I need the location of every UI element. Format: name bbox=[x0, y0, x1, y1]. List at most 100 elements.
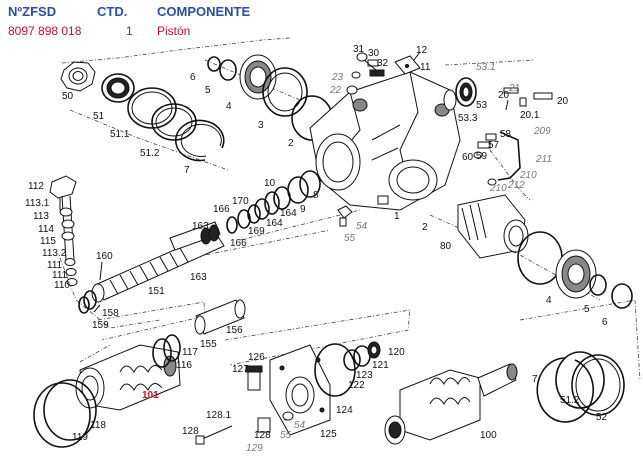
callout-1: 1 bbox=[394, 211, 400, 222]
row-part-number: 8097 898 018 bbox=[8, 24, 82, 38]
callout-112: 112 bbox=[28, 181, 44, 192]
callout-20: 20 bbox=[498, 90, 510, 101]
callout-32: 32 bbox=[377, 58, 389, 69]
callout-126: 126 bbox=[248, 352, 265, 363]
callout-54: 54 bbox=[356, 221, 368, 232]
callout-160: 160 bbox=[96, 251, 113, 262]
callout-4: 4 bbox=[226, 101, 232, 112]
callout-125: 125 bbox=[320, 429, 337, 440]
callout-120: 120 bbox=[388, 347, 405, 358]
callout-166: 166 bbox=[213, 204, 230, 215]
callout-209: 209 bbox=[533, 126, 551, 137]
callout-3: 3 bbox=[258, 120, 264, 131]
callout-60: 60 bbox=[462, 152, 474, 163]
sector-shaft-80 bbox=[457, 194, 529, 259]
callout-22: 22 bbox=[329, 85, 342, 96]
callout-21: 21 bbox=[508, 83, 520, 94]
callout-8: 8 bbox=[313, 190, 319, 201]
callout-11: 11 bbox=[420, 62, 431, 73]
callout-52: 52 bbox=[596, 412, 608, 423]
callout-117: 117 bbox=[182, 347, 198, 358]
callout-53-3: 53.3 bbox=[458, 113, 478, 124]
callout-7: 7 bbox=[184, 165, 190, 176]
row-quantity: 1 bbox=[126, 24, 133, 38]
header-quantity: CTD. bbox=[97, 4, 128, 19]
callout-2: 2 bbox=[288, 138, 294, 149]
callout-55b: 55 bbox=[280, 430, 292, 441]
housing-1 bbox=[309, 71, 461, 211]
callout-20b: 20 bbox=[557, 96, 569, 107]
callout-122: 122 bbox=[348, 380, 365, 391]
callout-6: 6 bbox=[190, 72, 196, 83]
nut-50 bbox=[60, 61, 96, 92]
sleeve-156 bbox=[194, 299, 246, 335]
bearing-group-top bbox=[207, 54, 333, 141]
input-shaft bbox=[169, 170, 321, 251]
callout-163: 163 bbox=[192, 221, 209, 232]
callout-5b: 5 bbox=[584, 304, 590, 315]
worm-thread bbox=[109, 247, 189, 295]
leader-lines bbox=[59, 51, 509, 313]
callout-212: 212 bbox=[507, 180, 525, 191]
callout-128-1: 128.1 bbox=[206, 410, 231, 421]
callout-113: 113 bbox=[33, 211, 49, 222]
callout-labels: 50 6 5 4 3 51 51.1 51.2 7 2 31 30 23 32 … bbox=[25, 44, 608, 454]
bleeder-assembly bbox=[473, 131, 521, 186]
callout-158: 158 bbox=[102, 308, 119, 319]
callout-51-2: 51.2 bbox=[140, 148, 160, 159]
callout-210b: 210 bbox=[489, 183, 507, 194]
callout-9: 9 bbox=[300, 204, 306, 215]
valve-parts-top bbox=[346, 52, 421, 95]
callout-111b: 111 bbox=[52, 270, 68, 281]
callout-156: 156 bbox=[226, 325, 243, 336]
valve-rod-assembly bbox=[49, 175, 78, 286]
bearing-group-right bbox=[517, 231, 633, 309]
callout-51-2b: 51.2 bbox=[560, 395, 580, 406]
callout-110: 110 bbox=[54, 280, 70, 291]
callout-163b: 163 bbox=[190, 272, 207, 283]
callout-128b: 128 bbox=[254, 430, 271, 441]
callout-119: 119 bbox=[72, 432, 88, 443]
cover-seals-right-top bbox=[443, 77, 553, 111]
worm-shaft-151 bbox=[78, 231, 225, 314]
callout-59: 59 bbox=[476, 151, 488, 162]
callout-6b: 6 bbox=[602, 317, 608, 328]
callout-127: 127 bbox=[232, 364, 249, 375]
callout-124: 124 bbox=[336, 405, 353, 416]
callout-118: 118 bbox=[90, 420, 106, 431]
callout-53-1: 53.1 bbox=[476, 62, 495, 73]
callout-31: 31 bbox=[353, 44, 365, 55]
callout-20-1: 20.1 bbox=[520, 110, 540, 121]
rings-bottom-right bbox=[536, 351, 625, 423]
callout-23: 23 bbox=[331, 72, 344, 83]
callout-169: 169 bbox=[248, 226, 265, 237]
callout-12: 12 bbox=[416, 45, 428, 56]
callout-2b: 2 bbox=[422, 222, 428, 233]
callout-129: 129 bbox=[246, 443, 263, 454]
callout-55: 55 bbox=[344, 233, 356, 244]
callout-121: 121 bbox=[372, 360, 389, 371]
callout-166b: 166 bbox=[230, 238, 247, 249]
callout-170: 170 bbox=[232, 196, 249, 207]
callout-164b: 164 bbox=[280, 208, 297, 219]
callout-211: 211 bbox=[535, 154, 552, 165]
callout-30: 30 bbox=[368, 48, 380, 59]
callout-7b: 7 bbox=[532, 374, 538, 385]
seal-51 bbox=[101, 73, 135, 103]
sector-shaft-100 bbox=[384, 363, 518, 445]
callout-80: 80 bbox=[440, 241, 452, 252]
callout-111: 111 bbox=[47, 260, 63, 271]
callout-128: 128 bbox=[182, 426, 199, 437]
header-part-number: NºZFSD bbox=[8, 4, 57, 19]
callout-164: 164 bbox=[266, 218, 283, 229]
callout-101-highlight: 101 bbox=[142, 390, 159, 401]
callout-210: 210 bbox=[519, 170, 537, 181]
callout-113-1: 113.1 bbox=[25, 198, 50, 209]
row-component: Pistón bbox=[157, 24, 191, 38]
piston-rings-118-119 bbox=[33, 334, 181, 448]
callout-53: 53 bbox=[476, 100, 488, 111]
callout-113-2: 113.2 bbox=[42, 248, 67, 259]
callout-123: 123 bbox=[356, 370, 373, 381]
callout-115: 115 bbox=[40, 236, 56, 247]
callout-57: 57 bbox=[488, 140, 500, 151]
